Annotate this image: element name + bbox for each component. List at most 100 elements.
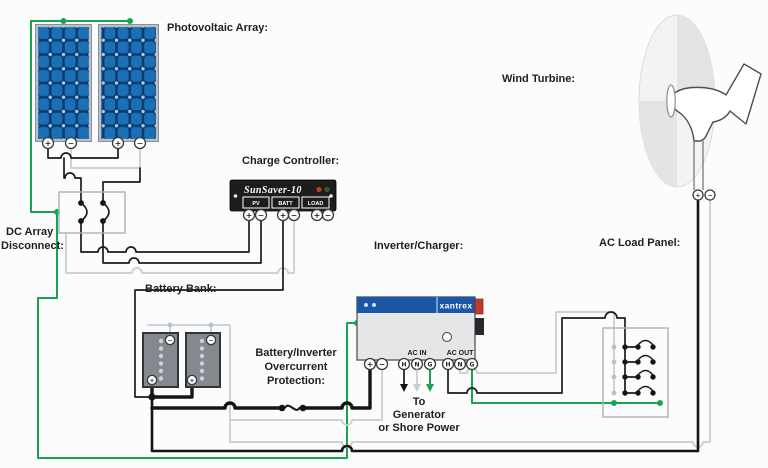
controller-screw-left (233, 194, 238, 198)
turbine-nacelle (670, 63, 762, 142)
controller-load-section (301, 196, 330, 209)
controller-terminals: + − + − + − (242, 208, 335, 222)
panel1-positive-terminal: + (41, 136, 55, 150)
ground-wiring (30, 18, 663, 459)
label-generator-3: or Shore Power (378, 422, 460, 434)
junction-dot-battery-positive (148, 393, 156, 401)
wire-feed-switch1 (63, 157, 82, 204)
neutral-bus-dot-4 (611, 390, 617, 396)
arrow-neutral (413, 384, 421, 392)
inverter-indicator-2 (372, 303, 376, 307)
arrow-ground (426, 384, 434, 392)
load-panel-hot-bus (624, 346, 639, 394)
svg-text:+: + (115, 139, 121, 148)
svg-text:H: H (445, 361, 450, 368)
controller-batt-label: BATT (278, 201, 293, 207)
label-generator-1: To (413, 396, 426, 408)
disconnect-switch-2 (100, 200, 110, 224)
solar-panel-1 (35, 24, 92, 142)
battery1-positive-terminal: + (146, 374, 158, 386)
label-protection-2: Overcurrent (265, 361, 328, 373)
ground-dot-panelbus-2 (657, 400, 663, 406)
ac-out-label: AC OUT (447, 350, 475, 357)
inverter-ac-in-terminals: H N G (397, 357, 437, 371)
ground-dot-panelbus-1 (611, 400, 617, 406)
label-wind-turbine: Wind Turbine: (502, 73, 575, 85)
inverter-indicator-1 (364, 303, 368, 307)
controller-pv-section (242, 196, 270, 209)
wire-switch2-to-pv-minus (102, 219, 262, 264)
svg-text:+: + (314, 211, 320, 220)
load-panel-bus-dots (622, 344, 656, 396)
wire-battery-to-turbine (150, 198, 700, 453)
panel1-negative-terminal: − (64, 136, 78, 150)
inverter-charger: xantrex AC IN AC OUT + − H N G H N G (356, 296, 484, 392)
load-panel-box (602, 327, 669, 418)
neutral-bus-dot-1 (611, 344, 617, 350)
battery-bank: − + − + (142, 332, 221, 388)
svg-text:−: − (379, 360, 385, 369)
svg-text:H: H (401, 361, 406, 368)
wire-ground-main (30, 20, 357, 459)
charge-controller: SunSaver-10 PV BATT LOAD + − + − + − (229, 179, 337, 222)
svg-text:+: + (280, 211, 286, 220)
svg-text:−: − (208, 337, 213, 344)
inverter-breaker-black (475, 318, 484, 335)
svg-text:+: + (149, 377, 154, 384)
wire-pv-positive-bus (47, 147, 119, 159)
controller-batt-section (271, 196, 300, 209)
turbine-hub (666, 84, 676, 118)
fuse-dot-right (299, 404, 307, 412)
controller-pv-label: PV (252, 201, 260, 207)
wind-turbine: + − (638, 14, 762, 201)
controller-screw-right (329, 194, 333, 198)
ground-dot-panel1 (60, 18, 67, 24)
solar-panel-2-frame (98, 24, 159, 142)
svg-text:−: − (325, 211, 331, 220)
label-generator-2: Generator (393, 409, 446, 421)
turbine-positive-terminal: + (692, 189, 704, 201)
label-dc-disconnect-2: Disconnect: (1, 240, 64, 252)
ac-load-panel (602, 327, 669, 418)
wire-ground-ac (471, 368, 661, 404)
svg-text:−: − (291, 211, 297, 220)
battery2-negative-terminal: − (205, 334, 217, 346)
neutral-dot-battery1 (167, 322, 173, 328)
hot-wiring (47, 147, 700, 453)
ground-dot-panel2 (127, 18, 133, 24)
wire-disconnect-negative (65, 219, 295, 274)
wire-feed-switch2 (102, 167, 141, 204)
disconnect-box (58, 191, 126, 234)
ac-in-label: AC IN (407, 350, 426, 357)
neutral-bus-dot-2 (611, 359, 617, 365)
wire-inverter-negative (229, 368, 383, 426)
inverter-dc-terminals: + − (363, 357, 389, 371)
wire-turbine-negative (229, 199, 711, 448)
turbine-negative-terminal: − (704, 189, 716, 201)
svg-text:−: − (167, 337, 172, 344)
fuse-dot-left (278, 404, 286, 412)
load-panel-breakers (637, 339, 654, 392)
labels: Photovoltaic Array: Charge Controller: D… (1, 22, 680, 434)
battery-1: − + (142, 332, 179, 388)
svg-text:−: − (137, 139, 143, 148)
battery1-negative-terminal: − (164, 334, 176, 346)
label-charge-controller: Charge Controller: (242, 155, 339, 167)
svg-text:−: − (68, 139, 74, 148)
svg-text:+: + (695, 192, 700, 199)
led-green (324, 186, 330, 193)
inverter-brand: xantrex (439, 301, 472, 311)
neutral-bus-dot-3 (611, 374, 617, 380)
panel2-negative-terminal: − (133, 136, 147, 150)
svg-text:G: G (428, 361, 433, 368)
inverter-band (357, 297, 475, 313)
neutral-wiring (65, 147, 711, 448)
inverter-ac-out-terminals: H N G (441, 357, 479, 371)
disconnect-switch-1 (78, 200, 88, 224)
overcurrent-protection-fuse (278, 404, 307, 412)
wire-ac-hot (447, 311, 626, 394)
wire-main-positive-to-inverter (150, 367, 372, 410)
svg-text:G: G (470, 361, 475, 368)
generator-feed-arrows (400, 369, 434, 392)
